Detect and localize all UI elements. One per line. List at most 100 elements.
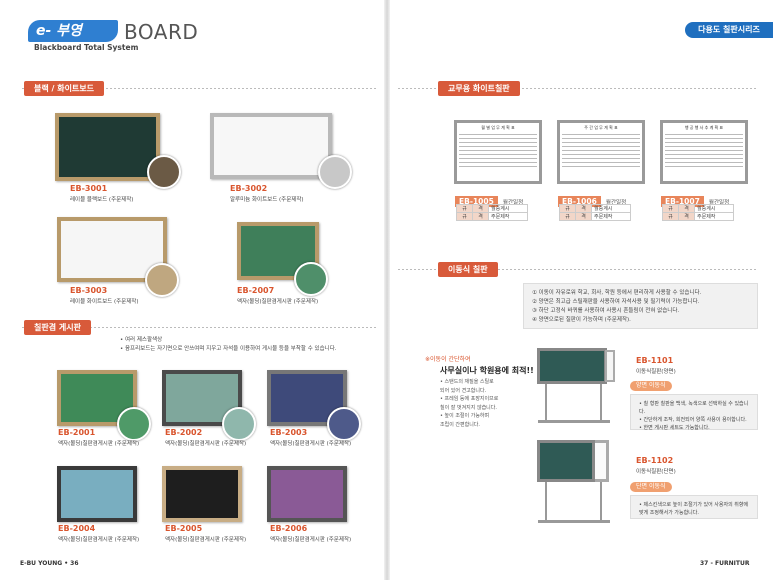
product-code: EB-2001 — [58, 428, 96, 437]
schedule-title: 주 간 업 무 계 획 표 — [584, 125, 618, 130]
product-code: EB-1102 — [636, 456, 674, 465]
product-code: EB-3002 — [230, 184, 268, 193]
feature-box: • 칠 형판 칠판을 백색, 녹색으로 선택하실 수 있습니다. • 간단하게 … — [630, 394, 758, 431]
feature-box: • 제스킨색으로 높이 조절기가 있어 사용자의 취향에 맞게 조정해서가 가능… — [630, 495, 758, 519]
feature-box: ① 이동이 자유로워 학교, 회사, 학원 등에서 편리하게 사용할 수 있습니… — [523, 283, 758, 329]
product-desc: 액자(몰딩)칠판겸게시판 (주문제작) — [270, 537, 352, 543]
series-tab: 다용도 칠판시리즈 — [685, 22, 773, 38]
product-tag-eb1007: EB-1007 월간일정 — [661, 189, 729, 208]
product-desc: 액자(몰딩)칠판겸게시판 (주문제작) — [58, 441, 140, 447]
type-pill: 단면 이동식 — [630, 482, 672, 492]
promo-line: • 높이 조절이 가능하며 — [440, 413, 490, 419]
product-tag-eb1006: EB-1006 월간일정 — [558, 189, 626, 208]
stand-leg — [600, 384, 602, 422]
board-image-eb2005 — [162, 466, 242, 522]
section-header-board-notice: 칠판겸 게시판 — [24, 320, 91, 335]
promo-line: • 스탠드의 재질을 스틸로 — [440, 379, 494, 385]
promo-line: 칠이 잘 벗겨지지 않습니다. — [440, 404, 497, 411]
product-label: 월간일정 — [502, 200, 524, 206]
section-rule — [398, 88, 758, 89]
stand-base — [538, 420, 610, 423]
note-line: • 융프리보드는 자기면으로 안쓰여며 지우고 자석을 이용하여 게시물 등을 … — [120, 346, 337, 352]
product-label: 월간일정 — [708, 200, 730, 206]
section-rule — [398, 269, 758, 270]
promo-line: 되어 있어 견고합니다. — [440, 387, 487, 394]
schedule-board-eb1005: 월 별 업 무 계 획 표 — [454, 120, 542, 184]
feature-line: • 한면 게시판 세트도 가능합니다. — [639, 425, 710, 431]
feature-line: ② 양면은 최고급 스틸재판을 사용하여 자석사용 및 필기력이 가능합니다. — [532, 299, 700, 305]
board-image-eb2006 — [267, 466, 347, 522]
product-code: EB-3003 — [70, 286, 108, 295]
product-desc: 레이블 화이트보드 (주문제작) — [70, 299, 139, 305]
promo-headline: 사무실이나 학원용에 최적!! — [440, 366, 534, 375]
product-code: EB-2006 — [270, 524, 308, 533]
detail-circle — [145, 263, 179, 297]
product-code: EB-2004 — [58, 524, 96, 533]
note-line: • 여러 제스팔색상 — [120, 337, 163, 343]
promo-line: 조립이 간편합니다. — [440, 421, 480, 428]
board-image-eb2007 — [237, 222, 319, 280]
schedule-title: 행 공 행 사 추 계 획 표 — [684, 125, 724, 130]
section-header-mobile-board: 이동식 칠판 — [438, 262, 498, 277]
feature-line: • 간단하게 조작, 회전되어 양쪽 사용이 용이합니다. — [639, 417, 747, 423]
product-code: EB-1007 — [661, 196, 704, 207]
detail-circle — [318, 155, 352, 189]
stand-leg — [600, 482, 602, 522]
product-desc: 이동식칠판(양면) — [636, 369, 676, 375]
type-pill: 양면 이동식 — [630, 381, 672, 391]
brand-logo-board: BOARD — [124, 20, 199, 44]
brand-subtitle: Blackboard Total System — [34, 43, 139, 52]
section-header-school-whiteboard: 교무용 화이트칠판 — [438, 81, 520, 96]
product-tag-eb1005: EB-1005 월간일정 — [455, 189, 523, 208]
page-spine — [384, 0, 390, 580]
section-rule — [22, 88, 377, 89]
product-desc: 액자(몰딩)칠판겸게시판 (주문제작) — [270, 441, 352, 447]
promo-small: ※이동이 간단하여 — [425, 356, 471, 363]
feature-line: • 제스킨색으로 높이 조절기가 있어 사용자의 취향에 — [639, 502, 749, 508]
feature-line: ③ 하단 고정식 바퀴를 사용하여 사용시 흔들림이 전혀 없습니다. — [532, 308, 680, 314]
feature-line: ④ 양면으로된 칠판이 가능하며 (주문제작). — [532, 317, 631, 323]
stand-board-side — [605, 350, 615, 382]
detail-circle — [222, 407, 256, 441]
page-footer-right: 37 - FURNITUR — [700, 560, 750, 567]
product-code: EB-2002 — [165, 428, 203, 437]
product-code: EB-2003 — [270, 428, 308, 437]
product-label: 월간일정 — [605, 200, 627, 206]
stand-leg — [545, 482, 547, 522]
brand-logo-e: e- 부영 — [28, 20, 118, 42]
product-desc: 액자(몰딩)칠판겸게시판 (주문제작) — [165, 441, 247, 447]
feature-line: 맞게 조정해서가 가능합니다. — [639, 510, 699, 516]
feature-line: • 칠 형판 칠판을 백색, 녹색으로 선택하실 수 있습니다. — [639, 401, 749, 415]
detail-circle — [117, 407, 151, 441]
product-desc: 액자(몰딩)칠판겸게시판 (주문제작) — [58, 537, 140, 543]
schedule-board-eb1007: 행 공 행 사 추 계 획 표 — [660, 120, 748, 184]
product-code: EB-1101 — [636, 356, 674, 365]
stand-board-eb1101 — [537, 348, 607, 384]
product-code: EB-3001 — [70, 184, 108, 193]
product-code: EB-1006 — [558, 196, 601, 207]
promo-list: • 스탠드의 재질을 스틸로 되어 있어 견고합니다. • 프레임 등에 포장지… — [440, 378, 498, 429]
product-code: EB-1005 — [455, 196, 498, 207]
promo-line: • 프레임 등에 포장지이므로 — [440, 396, 499, 402]
schedule-title: 월 별 업 무 계 획 표 — [481, 125, 515, 130]
schedule-board-eb1006: 주 간 업 무 계 획 표 — [557, 120, 645, 184]
product-desc: 액자(몰딩)칠판겸게시판 (주문제작) — [237, 299, 319, 305]
stand-base — [538, 520, 610, 523]
detail-circle — [147, 155, 181, 189]
feature-line: ① 이동이 자유로워 학교, 회사, 학원 등에서 편리하게 사용할 수 있습니… — [532, 290, 702, 296]
section-header-black-white: 블랙 / 화이트보드 — [24, 81, 105, 96]
board-image-eb2004 — [57, 466, 137, 522]
detail-circle — [294, 262, 328, 296]
detail-circle — [327, 407, 361, 441]
product-desc: 이동식칠판(단면) — [636, 469, 676, 475]
product-desc: 레이블 블랙보드 (주문제작) — [70, 197, 134, 203]
stand-board-eb1102 — [537, 440, 595, 482]
page-footer-left: E-BU YOUNG • 36 — [20, 560, 79, 567]
section-rule — [22, 327, 377, 328]
board-image-eb3001 — [55, 113, 160, 181]
product-code: EB-2005 — [165, 524, 203, 533]
product-code: EB-2007 — [237, 286, 275, 295]
